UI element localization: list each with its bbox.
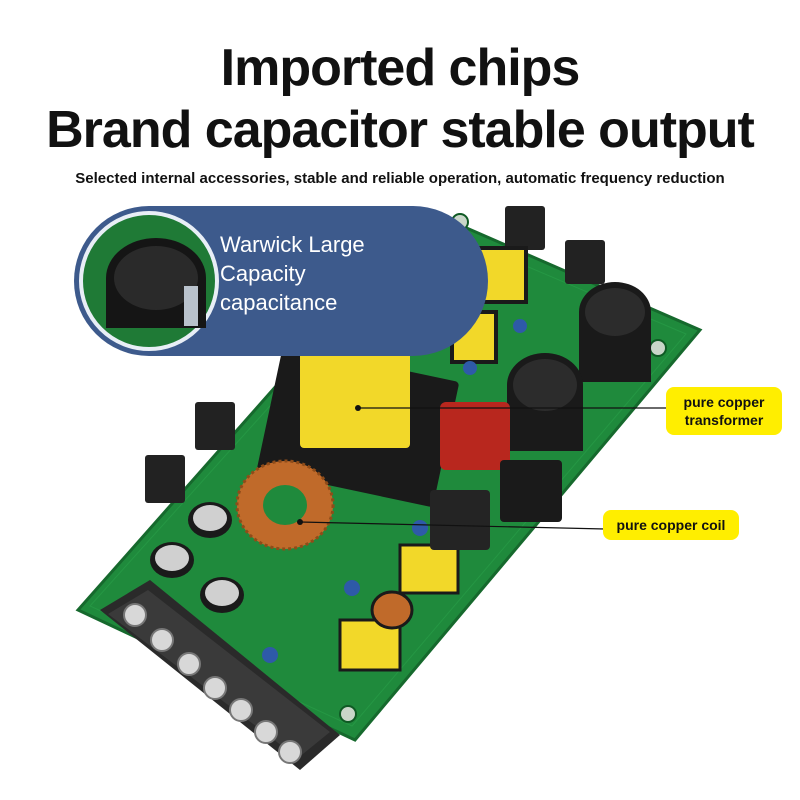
terminal-block xyxy=(100,580,340,770)
headline-line-1: Imported chips xyxy=(220,39,581,97)
small-capacitors xyxy=(150,502,244,613)
coil-tag: pure copper coil xyxy=(603,510,739,540)
transformer-tag-line-2: transformer xyxy=(684,412,764,428)
electrolytic-capacitor-large xyxy=(507,282,651,451)
capacitor-zoom-image xyxy=(79,211,219,351)
capacitor-label-line-3: capacitance xyxy=(220,290,338,315)
headline-line-2: Brand capacitor stable output xyxy=(46,101,755,159)
subtitle: Selected internal accessories, stable an… xyxy=(75,170,725,187)
capacitor-label-line-2: Capacity xyxy=(220,261,306,286)
transformer-tag: pure copper transformer xyxy=(666,387,782,435)
capacitor-callout-bubble xyxy=(74,206,488,356)
capacitor-label-line-1: Warwick Large xyxy=(220,232,365,257)
capacitor-label: Warwick Large Capacity capacitance xyxy=(220,230,365,317)
transformer-tag-line-1: pure copper xyxy=(683,394,765,410)
copper-coil xyxy=(235,459,335,551)
